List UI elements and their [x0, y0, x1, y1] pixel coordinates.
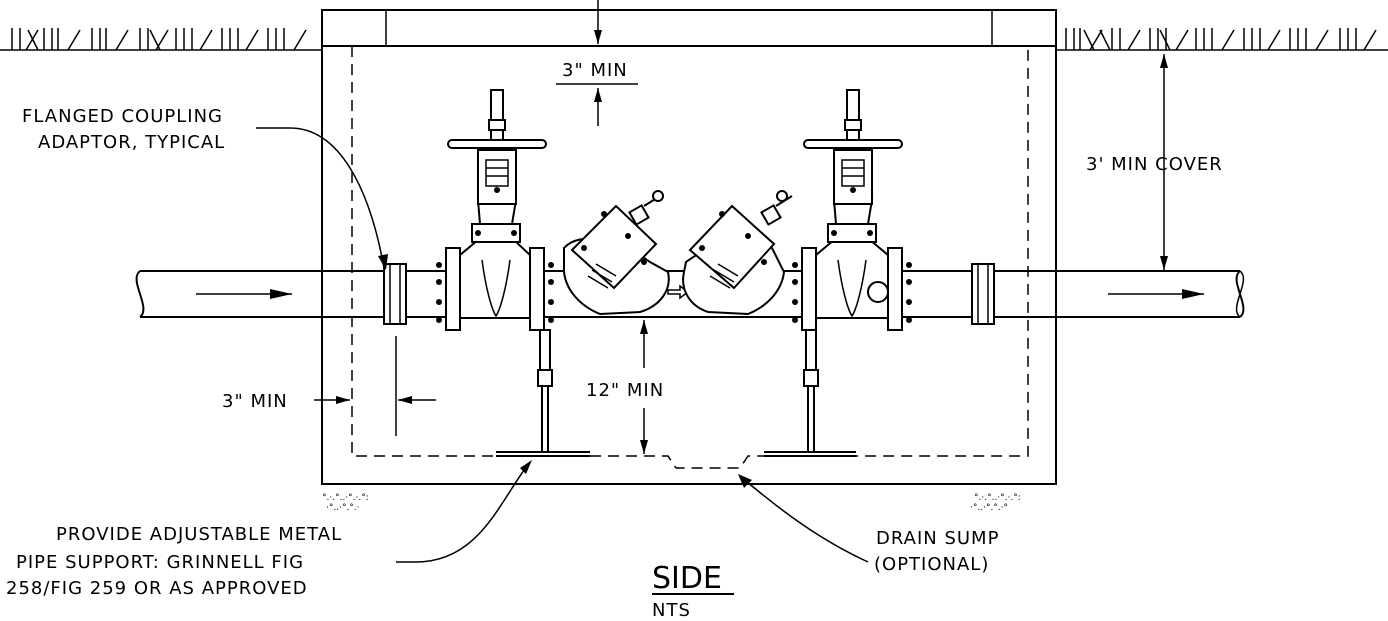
label-top-clearance: 3" MIN — [562, 60, 628, 81]
svg-text:·°..·°.°.·: ·°..·°.°.· — [326, 503, 360, 513]
view-title: SIDE — [652, 561, 722, 596]
svg-text:·°..·°.°.·°: ·°..·°.°.·° — [970, 503, 1008, 513]
leader-sump — [738, 474, 869, 563]
dim-top-clearance — [556, 0, 638, 126]
vault-interior-hidden — [351, 46, 1029, 469]
leader-coupling — [256, 127, 388, 270]
label-cover: 3' MIN COVER — [1086, 154, 1223, 175]
dim-side-clearance — [314, 336, 436, 436]
label-sump-line2: (OPTIONAL) — [874, 554, 989, 575]
gravel-left: °.·.°..·°.·.°: ·°..·°.°.· — [322, 493, 369, 513]
svg-text:°.·.°..·°.·.°:: °.·.°..·°.·.°: — [322, 493, 369, 503]
pipe-support-left — [496, 329, 590, 457]
label-support-line1: PROVIDE ADJUSTABLE METAL — [56, 524, 342, 545]
gate-valve-right — [792, 89, 912, 331]
check-valve-right — [682, 190, 793, 316]
scale-note: NTS — [652, 600, 691, 621]
label-coupling-line1: FLANGED COUPLING — [22, 106, 223, 127]
leader-support — [396, 460, 532, 563]
flow-arrow-right — [1108, 289, 1204, 299]
dim-cover — [1160, 54, 1168, 270]
label-support-line3: 258/FIG 259 OR AS APPROVED — [6, 578, 308, 599]
svg-text:°.·.°..·°.·.°:: °.·.°..·°.·.°: — [974, 493, 1021, 503]
flow-arrow-left — [196, 289, 292, 299]
coupling-left — [383, 263, 407, 325]
label-side-clearance: 3" MIN — [222, 391, 288, 412]
coupling-right — [971, 263, 995, 325]
label-sump-line1: DRAIN SUMP — [876, 528, 999, 549]
pipe-support-right — [764, 329, 856, 457]
flow-arrow-center — [667, 284, 690, 300]
label-bottom-clearance: 12" MIN — [586, 380, 664, 401]
ground-hatch-right — [1056, 28, 1388, 51]
ground-hatch-left — [0, 28, 322, 51]
check-valve-left — [563, 190, 670, 316]
label-coupling-line2: ADAPTOR, TYPICAL — [38, 132, 225, 153]
gate-valve-left — [436, 89, 554, 331]
dim-bottom-clearance — [640, 320, 648, 454]
vault — [321, 9, 1057, 485]
gravel-right: °.·.°..·°.·.°: ·°..·°.°.·° — [970, 493, 1021, 513]
label-support-line2: PIPE SUPPORT: GRINNELL FIG — [16, 552, 304, 573]
